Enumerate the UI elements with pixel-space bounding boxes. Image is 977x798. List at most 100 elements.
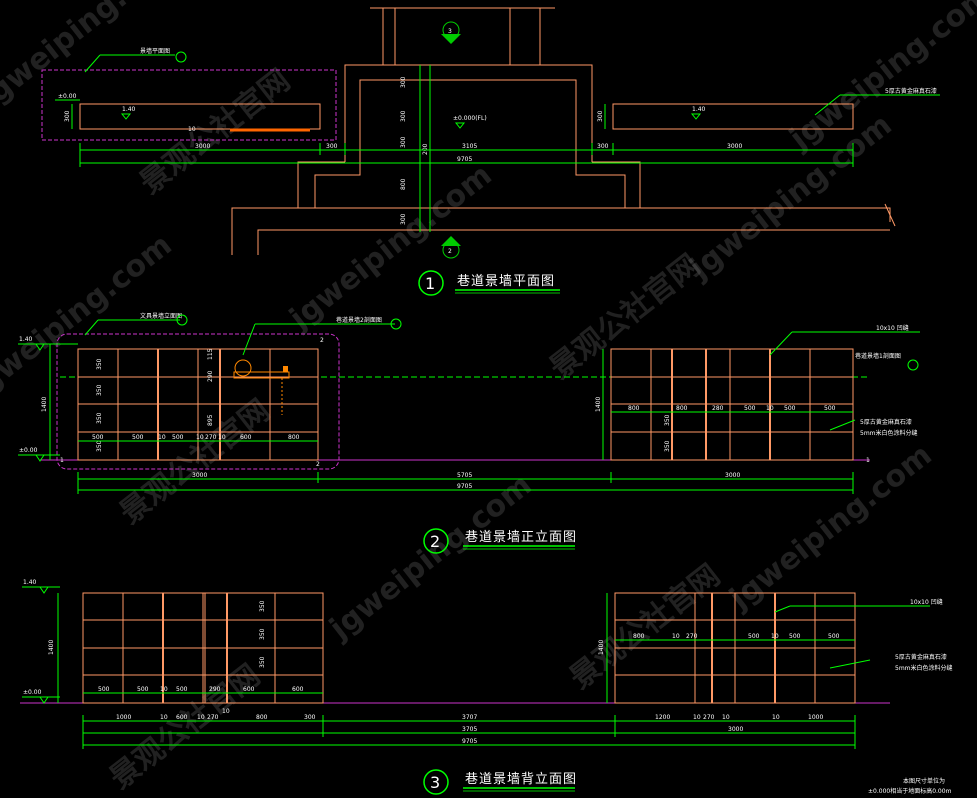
- plan-dim-text: 300: [326, 143, 338, 150]
- front-title-circle-icon: [423, 528, 449, 554]
- front-height-text: 1400: [41, 397, 48, 412]
- back-dim-row-text: 10: [722, 714, 730, 721]
- back-right-hdim: 10: [672, 633, 680, 640]
- watermark-text: jgweiping.com: [723, 437, 939, 616]
- back-title-circle-icon: [423, 769, 449, 795]
- front-note-finish-1: 5厚古黄金麻真石漆: [860, 418, 912, 426]
- watermark-text: 景观公社官网: [543, 248, 706, 386]
- back-left-hdim: 500: [137, 686, 149, 693]
- footnote-2: ±0.000相当于地面标高0.00m: [868, 787, 952, 795]
- front-vdim: 350: [96, 384, 103, 396]
- back-note-finish-1: 5厚古黄金麻真石漆: [895, 653, 947, 661]
- front-note-leader: [829, 419, 856, 431]
- front-mid-vdim: 290: [207, 370, 214, 382]
- front-left-hdim: 500: [172, 434, 184, 441]
- front-elevation: 350 350 350 350 115 290 895 500 500 10 5…: [18, 312, 920, 554]
- back-level-bottom: ±0.00: [23, 689, 42, 696]
- front-section-mark: 2: [320, 337, 324, 344]
- plan-level-center: ±0.000(FL): [453, 115, 487, 122]
- back-note-finish-2: 5mm米白色涂料分缝: [895, 664, 953, 672]
- footnote-1: 本图尺寸单位为: [903, 777, 945, 785]
- plan-level-triangle: [454, 122, 466, 129]
- back-dim-row-text: 600: [176, 714, 188, 721]
- front-left-hdim: 800: [288, 434, 300, 441]
- section-marker-top-text: 3: [448, 28, 452, 35]
- plan-left-wall: [79, 103, 321, 130]
- plan-total-dim: 9705: [457, 156, 472, 163]
- back-dim-row-text: 800: [256, 714, 268, 721]
- back-left-hdim: 600: [243, 686, 255, 693]
- back-dim-row-text: 10: [197, 714, 205, 721]
- back-dim-row-text: 10: [222, 708, 230, 715]
- plan-detail-boundary: [41, 69, 337, 141]
- front-label-left: 文具景墙立面图: [140, 312, 182, 320]
- plan-break-line: [884, 203, 896, 227]
- plan-dim-text: 300: [597, 143, 609, 150]
- front-left-hdim: 10: [218, 434, 226, 441]
- plan-label: 景墙平面图: [140, 47, 170, 55]
- back-dim-row-text: 10: [772, 714, 780, 721]
- back-level-triangle: [39, 696, 49, 704]
- plan-mark-10: 10: [188, 126, 196, 133]
- back-note-leader: [829, 659, 871, 669]
- front-level-triangle: [35, 454, 45, 462]
- front-right-hdim: 500: [784, 405, 796, 412]
- front-note-leader: [769, 331, 793, 356]
- plan-level-left: ±0.00: [58, 93, 77, 100]
- front-dim-text: 5705: [457, 472, 472, 479]
- front-right-hdim: 280: [712, 405, 724, 412]
- plan-wall-dim-text: 300: [64, 110, 71, 122]
- front-right-hdim: 500: [824, 405, 836, 412]
- front-left-hdim: 270: [205, 434, 217, 441]
- back-left-vdim: 350: [259, 628, 266, 640]
- plan-vdim: 300: [400, 136, 407, 148]
- plan-center-inner: [359, 79, 577, 150]
- front-right-hdim: 800: [628, 405, 640, 412]
- front-title: 巷道景墙正立面图: [465, 530, 577, 545]
- front-label-mid: 巷道景墙2剖面图: [336, 316, 382, 324]
- front-mid-vdim: 895: [207, 414, 214, 426]
- front-vdim: 350: [96, 412, 103, 424]
- front-leader: [242, 323, 256, 356]
- back-dim-row-text: 1200: [655, 714, 670, 721]
- front-level-top: 1.40: [19, 336, 33, 343]
- plan-level-wall-right: 1.40: [692, 106, 706, 113]
- back-dim-sub-text: 3705: [462, 726, 477, 733]
- front-vdim: 350: [96, 440, 103, 452]
- front-right-vdim: 350: [664, 440, 671, 452]
- front-total-dim: 9705: [457, 483, 472, 490]
- back-right-hdim: 800: [633, 633, 645, 640]
- back-dim-row-text: 1000: [116, 714, 131, 721]
- front-label-marker-icon: [390, 318, 402, 330]
- back-right-hdim: 500: [748, 633, 760, 640]
- back-dim-row-text: 270: [207, 714, 219, 721]
- back-dim-row-text: 10: [693, 714, 701, 721]
- plan-vdim: 200: [422, 143, 429, 155]
- front-decoration-icon: [233, 359, 290, 415]
- front-title-number: 2: [430, 532, 440, 551]
- plan-note-leader: [814, 94, 841, 116]
- plan-level-wall-left: 1.40: [122, 106, 136, 113]
- front-label-marker-icon: [176, 314, 188, 326]
- back-title-number: 3: [430, 773, 440, 792]
- front-label-marker-icon: [907, 359, 919, 371]
- front-note-finish-2: 5mm米白色涂料分缝: [860, 429, 918, 437]
- plan-wall-dim-text: 300: [597, 110, 604, 122]
- back-height-right: 1400: [598, 640, 605, 655]
- plan-level-triangle: [690, 113, 702, 120]
- front-mid-vdim: 115: [207, 348, 214, 360]
- front-left-hdim: 500: [132, 434, 144, 441]
- front-note-joint: 10x10 凹缝: [876, 324, 909, 332]
- section-marker-top-icon: 3: [441, 21, 461, 44]
- back-dim-row-text: 270: [703, 714, 715, 721]
- front-section-mark: 1: [60, 457, 64, 464]
- back-height-left: 1400: [48, 640, 55, 655]
- watermark-text: 景观公社官网: [113, 393, 276, 531]
- plan-note-right: 5厚古黄金麻真石漆: [885, 87, 937, 95]
- back-left-vdim: 350: [259, 656, 266, 668]
- back-note-leader: [774, 605, 791, 613]
- back-left-hdim: 10: [160, 686, 168, 693]
- front-left-hdim: 10: [158, 434, 166, 441]
